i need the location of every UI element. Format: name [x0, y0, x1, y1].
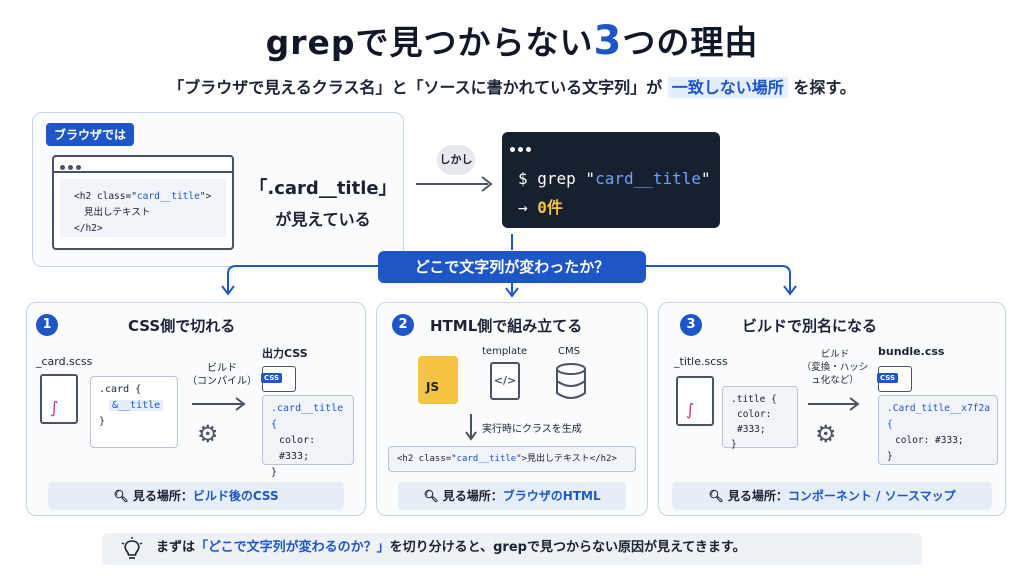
browser-code: <h2 class="card__title"> 見出しテキスト </h2> [60, 179, 226, 237]
title-text: grepで見つからない [265, 23, 594, 62]
card-number: 2 [392, 314, 414, 336]
output-file-name: 出力CSS [262, 347, 308, 360]
source-code-box: .card { &__title } [90, 376, 178, 448]
browser-titlebar [54, 157, 232, 173]
subtitle: 「ブラウザで見えるクラス名」と「ソースに書かれている文字列」が 一致しない場所 … [0, 74, 1024, 98]
footer-tip: まずは「どこで文字列が変わるのか？」を切り分けると、grepで見つからない原因が… [102, 533, 922, 565]
output-code-box: .Card_title__x7f2a { color: #333; } [878, 395, 998, 465]
terminal-command: $ grep "card__title" [518, 169, 711, 188]
source-file-name: _title.scss [674, 355, 728, 368]
search-icon: 🔍︎ [423, 489, 439, 503]
terminal-result: → 0件 [518, 198, 563, 217]
css-file-icon: CSS [877, 366, 912, 392]
card-title: ビルドで別名になる [742, 317, 878, 335]
title-suffix: つの理由 [622, 23, 759, 62]
scss-file-icon: ∫ [676, 376, 714, 426]
cms-label: CMS [558, 346, 580, 357]
but-bubble: しかし [437, 145, 475, 175]
lightbulb-icon [121, 537, 143, 559]
build-arrow-icon [192, 397, 246, 411]
visible-class-label: 「.card__title」 が見えている [249, 178, 397, 229]
gear-icon: ⚙ [815, 420, 837, 448]
code-file-icon: </> [490, 362, 520, 400]
reason-card-2 [376, 302, 648, 516]
template-label: template [482, 346, 528, 357]
page-title: grepで見つからない3つの理由 [0, 16, 1024, 64]
question-pill: どこで文字列が変わったか？ [378, 251, 646, 283]
look-location: 🔍︎ 見る場所：ブラウザのHTML [398, 482, 626, 510]
build-label: ビルド（コンパイル） [187, 363, 257, 387]
search-icon: 🔍︎ [708, 489, 724, 503]
gear-icon: ⚙ [197, 420, 219, 448]
right-arrow-icon [416, 176, 493, 192]
card-title: CSS側で切れる [128, 317, 236, 335]
look-location: 🔍︎ 見る場所：コンポーネント / ソースマップ [672, 482, 992, 510]
down-arrow-icon [465, 414, 477, 441]
look-location: 🔍︎ 見る場所：ビルド後のCSS [48, 482, 344, 510]
search-icon: 🔍︎ [113, 489, 129, 503]
browser-window: <h2 class="card__title"> 見出しテキスト </h2> [52, 155, 234, 250]
runtime-label: 実行時にクラスを生成 [482, 424, 582, 435]
output-file-name: bundle.css [878, 345, 945, 358]
generated-html-code: <h2 class="card__title">見出しテキスト</h2> [388, 446, 636, 472]
subtitle-suffix: を探す。 [793, 78, 856, 97]
build-arrow-icon [808, 397, 860, 411]
browser-tag: ブラウザでは [46, 123, 135, 146]
build-label: ビルド（変換・ハッシュ化など） [801, 349, 869, 386]
source-code-box: .title { color: #333; } [722, 386, 798, 450]
card-number: 1 [36, 314, 58, 336]
card-number: 3 [680, 314, 702, 336]
subtitle-text: 「ブラウザで見えるクラス名」と「ソースに書かれている文字列」が [168, 78, 663, 97]
terminal-window: $ grep "card__title" → 0件 [502, 132, 720, 228]
database-icon [556, 363, 586, 399]
source-file-name: _card.scss [36, 355, 93, 368]
output-code-box: .card__title { color: #333; } [262, 395, 354, 478]
subtitle-highlight: 一致しない場所 [667, 77, 788, 98]
css-file-icon: CSS [261, 366, 296, 392]
title-number: 3 [593, 18, 623, 64]
card-title: HTML側で組み立てる [430, 317, 583, 335]
js-file-icon: JS [418, 356, 458, 404]
scss-file-icon: ∫ [40, 374, 78, 424]
branch-connectors [221, 234, 797, 298]
